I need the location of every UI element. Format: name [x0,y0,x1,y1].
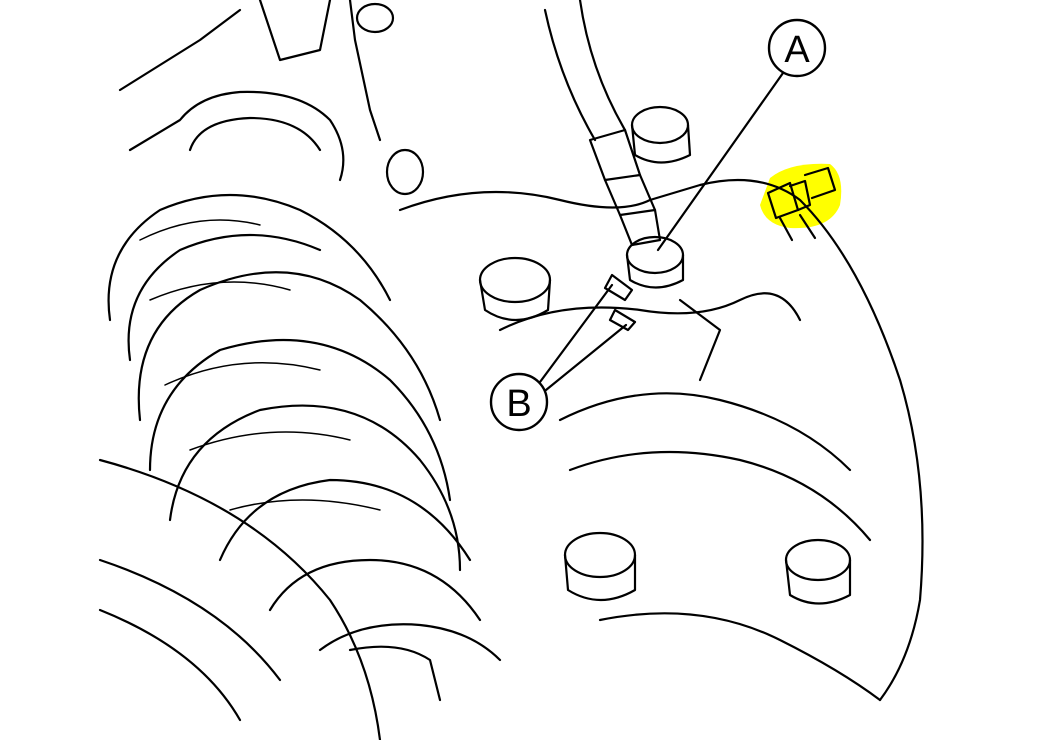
drive-shaft-boot [107,193,502,662]
caliper-bolts [385,105,852,605]
callout-b-leader-2 [544,323,628,392]
callout-a-circle [767,18,827,78]
union-bolt [603,235,685,332]
rotor-lower [98,458,442,740]
caliper-body [398,178,924,702]
callout-b-circle [489,372,549,432]
callout-b-leader-1 [538,283,614,384]
callout-b-label: B [506,383,531,425]
callout-a-label: A [784,29,810,71]
knuckle-upper [118,0,395,182]
bleeder-highlight [760,163,842,229]
boot-detail-lines [139,219,381,511]
brake-hose [543,0,662,247]
callout-a-leader [656,71,785,252]
callout-b: B [489,283,628,432]
bleeder-valve-icon [766,166,837,242]
callout-a: A [656,18,827,252]
